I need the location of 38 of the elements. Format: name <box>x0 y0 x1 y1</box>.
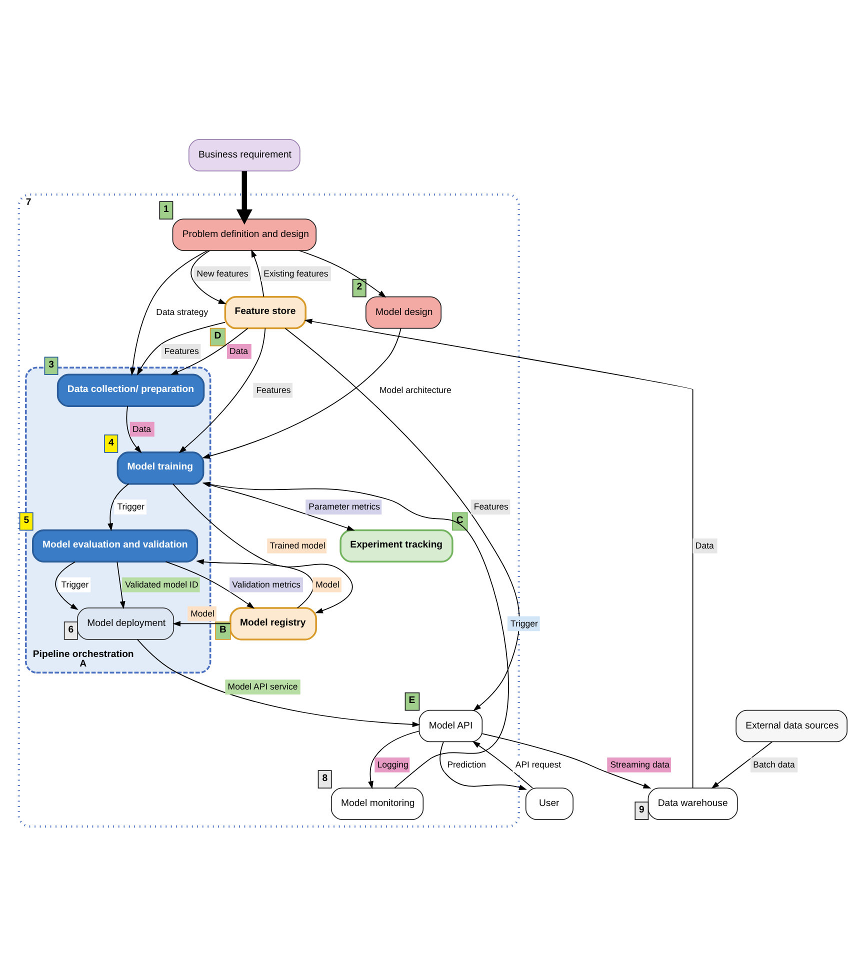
node-label: A <box>80 658 87 669</box>
edge-label: Data <box>132 423 151 434</box>
edge-label: Model <box>316 578 340 589</box>
node-label: 6 <box>68 624 74 635</box>
edge-label: Data <box>695 540 714 550</box>
node-label: B <box>220 624 226 635</box>
edge-label: Model API service <box>228 681 298 692</box>
node-label: 5 <box>24 514 30 526</box>
edge-label: Trigger <box>117 501 145 512</box>
edge-label: Trigger <box>61 578 89 589</box>
edge-label: Features <box>164 346 199 356</box>
edge-label: Model architecture <box>379 384 452 394</box>
edge-label: Validated model ID <box>125 578 198 589</box>
edge-label: Trigger <box>510 618 538 628</box>
edge-label: Data <box>230 346 248 356</box>
edge-label: Existing features <box>264 268 328 278</box>
node-label: 2 <box>356 281 362 292</box>
edge-label: Logging <box>377 759 408 770</box>
edge-label: Model <box>190 608 214 618</box>
edge-label: Prediction <box>447 759 486 770</box>
edge-label: Features <box>256 384 291 394</box>
node-label: D <box>214 330 222 342</box>
node-label: C <box>456 514 464 526</box>
node-label: 1 <box>164 203 169 214</box>
node-label: 7 <box>26 196 32 208</box>
edge-label: Features <box>474 501 508 512</box>
edge-label: New features <box>196 268 248 278</box>
node-label: 8 <box>322 772 328 784</box>
edge-label: Data strategy <box>156 306 208 317</box>
edge-label: Validation metrics <box>232 578 300 589</box>
edge-label: Batch data <box>753 759 795 770</box>
edge-label: Streaming data <box>610 759 670 770</box>
edge-label: API request <box>515 759 562 770</box>
node-label: 9 <box>639 804 644 815</box>
node-label: 4 <box>108 436 114 448</box>
node-label: E <box>408 694 416 706</box>
edge-label: Trained model <box>270 540 326 550</box>
edge-label: Parameter metrics <box>308 501 380 512</box>
